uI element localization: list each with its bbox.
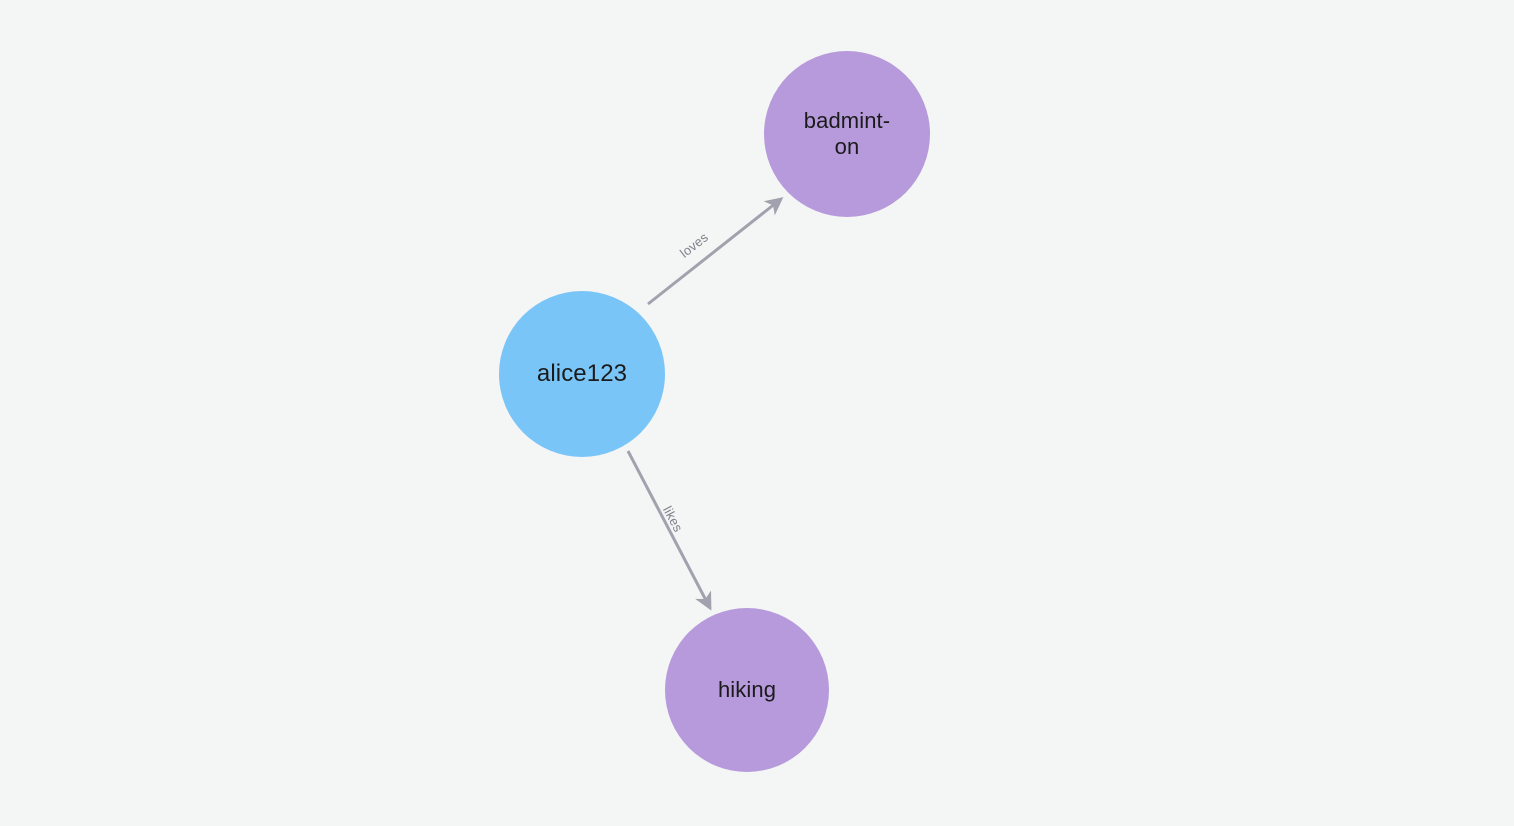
edges-group	[626, 197, 784, 611]
node-label: alice123	[536, 359, 628, 387]
graph-edge[interactable]	[647, 197, 784, 306]
graph-node-hiking[interactable]: hiking	[665, 608, 829, 772]
graph-node-badminton[interactable]: badmint- on	[764, 51, 930, 217]
node-label: hiking	[717, 676, 777, 702]
node-label: badmint- on	[803, 107, 891, 159]
graph-edge[interactable]	[626, 450, 712, 611]
graph-node-alice123[interactable]: alice123	[499, 291, 665, 457]
